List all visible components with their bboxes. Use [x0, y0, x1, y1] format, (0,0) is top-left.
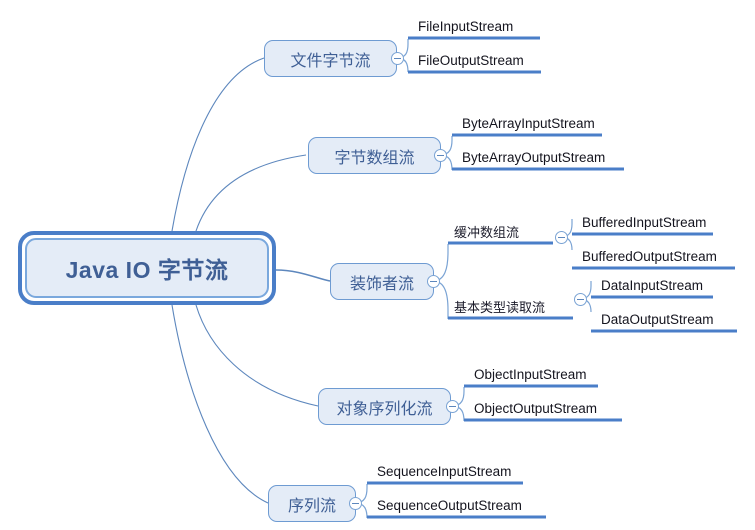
leaf-item[interactable]: DataInputStream: [597, 277, 707, 296]
leaf-label: SequenceOutputStream: [377, 498, 522, 513]
branch-node-label: 装饰者流: [349, 275, 414, 293]
leaf-item[interactable]: ObjectInputStream: [470, 366, 591, 385]
branch-node-sequence-stream[interactable]: 序列流: [268, 485, 356, 522]
sub-node-buffered-stream[interactable]: 缓冲数组流: [451, 225, 522, 243]
leaf-label: FileOutputStream: [418, 53, 524, 68]
root-node-label: Java IO 字节流: [65, 257, 229, 283]
branch-node-file-byte-stream[interactable]: 文件字节流: [264, 40, 397, 77]
root-node-inner: Java IO 字节流: [25, 238, 269, 298]
leaf-item[interactable]: BufferedOutputStream: [578, 248, 721, 267]
leaf-label: BufferedOutputStream: [582, 249, 717, 264]
branch-node-label: 字节数组流: [334, 149, 415, 167]
leaf-item[interactable]: ByteArrayOutputStream: [458, 149, 609, 168]
leaf-label: BufferedInputStream: [582, 215, 707, 230]
collapse-minus-icon[interactable]: [349, 497, 362, 510]
branch-node-object-serialization-stream[interactable]: 对象序列化流: [318, 388, 451, 425]
leaf-item[interactable]: SequenceInputStream: [373, 463, 515, 482]
leaf-label: SequenceInputStream: [377, 464, 512, 479]
sub-node-label: 基本类型读取流: [454, 300, 546, 315]
leaf-label: ObjectInputStream: [474, 367, 587, 382]
leaf-item[interactable]: ObjectOutputStream: [470, 400, 601, 419]
collapse-minus-icon[interactable]: [434, 149, 447, 162]
leaf-item[interactable]: FileOutputStream: [414, 52, 528, 71]
collapse-minus-icon[interactable]: [574, 293, 587, 306]
branch-node-label: 文件字节流: [290, 52, 371, 70]
sub-node-label: 缓冲数组流: [454, 225, 520, 240]
leaf-item[interactable]: DataOutputStream: [597, 311, 718, 330]
leaf-label: DataOutputStream: [601, 312, 714, 327]
leaf-label: FileInputStream: [418, 19, 514, 34]
collapse-minus-icon[interactable]: [555, 231, 568, 244]
leaf-label: DataInputStream: [601, 278, 704, 293]
leaf-label: ByteArrayOutputStream: [462, 150, 606, 165]
leaf-label: ObjectOutputStream: [474, 401, 598, 416]
leaf-label: ByteArrayInputStream: [462, 116, 595, 131]
leaf-item[interactable]: ByteArrayInputStream: [458, 115, 599, 134]
connector-root-to-branch-4: [195, 304, 319, 407]
collapse-minus-icon[interactable]: [391, 52, 404, 65]
connector-root-to-branch-1: [171, 57, 265, 232]
collapse-minus-icon[interactable]: [446, 400, 459, 413]
leaf-item[interactable]: BufferedInputStream: [578, 214, 710, 233]
branch-node-byte-array-stream[interactable]: 字节数组流: [308, 137, 441, 174]
root-node[interactable]: Java IO 字节流: [18, 231, 276, 305]
branch-node-label: 对象序列化流: [336, 400, 433, 418]
sub-node-primitive-type-stream[interactable]: 基本类型读取流: [451, 300, 548, 318]
connector-root-to-branch-3: [275, 269, 331, 282]
connector-root-to-branch-5: [171, 304, 269, 504]
leaf-item[interactable]: SequenceOutputStream: [373, 497, 526, 516]
branch-node-label: 序列流: [287, 497, 336, 515]
branch-node-decorator-stream[interactable]: 装饰者流: [330, 263, 434, 300]
leaf-item[interactable]: FileInputStream: [414, 18, 517, 37]
connector-root-to-branch-2: [195, 154, 307, 232]
collapse-minus-icon[interactable]: [427, 275, 440, 288]
